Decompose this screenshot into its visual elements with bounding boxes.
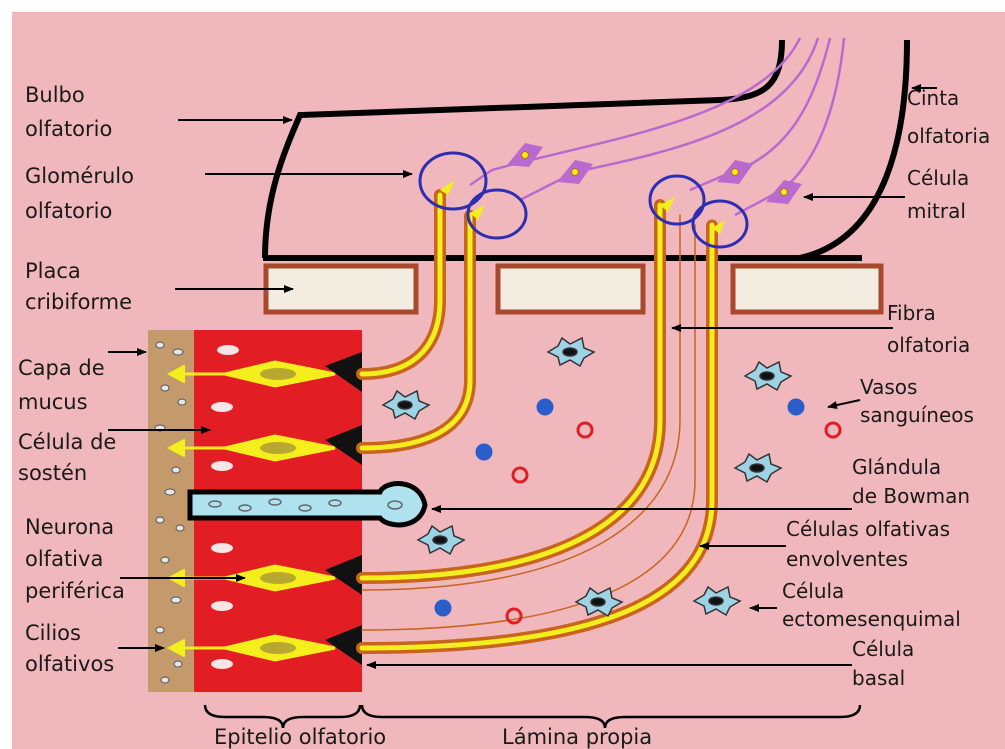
label-epitelio-olfatorio: Epitelio olfatorio [214,725,386,749]
label-neurona-olfativa-periferica: Neurona olfativa periférica [25,515,125,603]
mucus-layer [148,330,194,692]
label-lamina-propia: Lámina propia [502,725,652,749]
cribriform-plate [266,266,881,312]
bowman-gland [190,484,425,525]
